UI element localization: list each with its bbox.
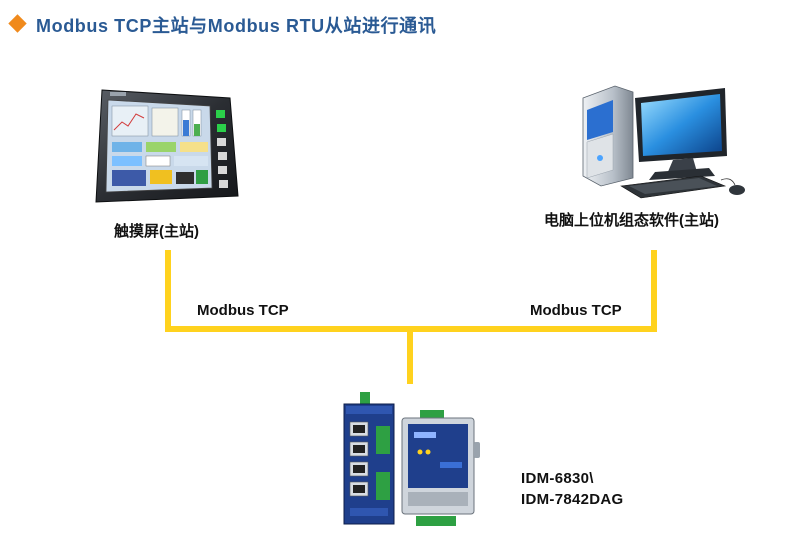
title-diamond-icon	[8, 14, 27, 33]
pc-workstation-image	[582, 85, 745, 199]
diagram-title: Modbus TCP主站与Modbus RTU从站进行通讯	[36, 16, 437, 36]
pc-label: 电脑上位机组态软件(主站)	[544, 212, 719, 229]
gateway-label-line1: IDM-6830\	[521, 470, 594, 487]
gateway-label-line2: IDM-7842DAG	[521, 491, 624, 508]
gateway-label: IDM-6830\ IDM-7842DAG	[521, 468, 624, 510]
wire-pc	[651, 250, 657, 332]
hmi-label: 触摸屏(主站)	[114, 223, 199, 240]
link-label-right: Modbus TCP	[530, 302, 622, 319]
gateway-devices-image	[343, 392, 480, 526]
wire-hmi	[165, 250, 171, 332]
hmi-panel-image	[95, 89, 239, 203]
wire-gateway	[407, 326, 413, 384]
link-label-left: Modbus TCP	[197, 302, 289, 319]
